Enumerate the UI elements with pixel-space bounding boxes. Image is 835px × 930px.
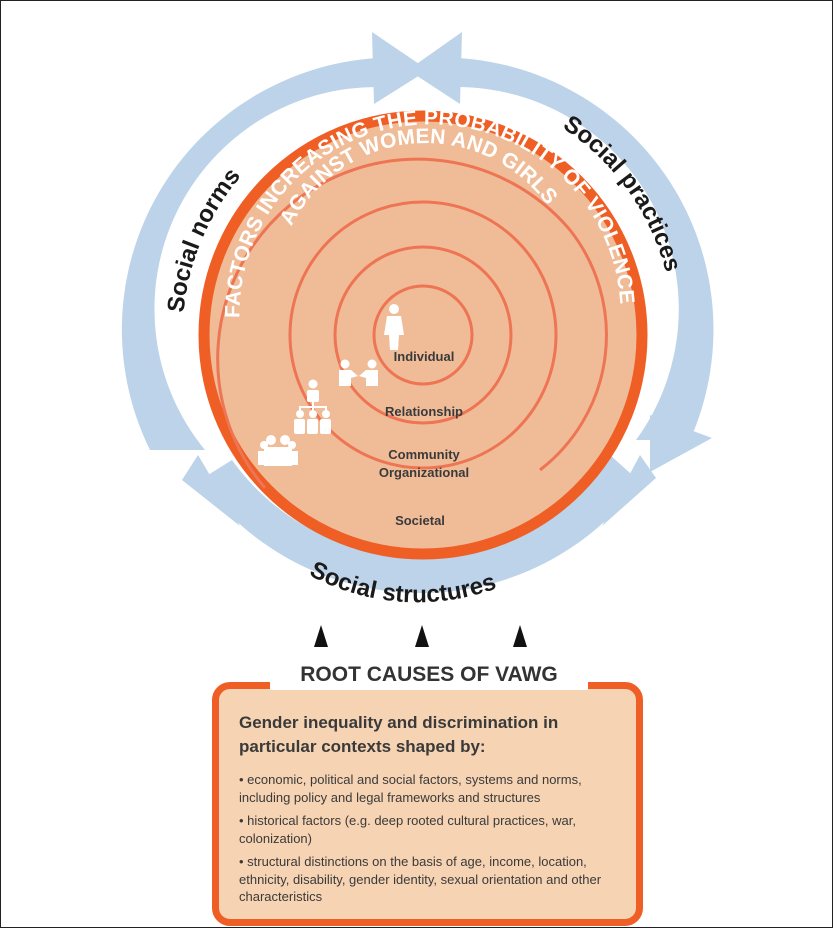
woman-icon <box>384 304 404 350</box>
circular-arrows <box>121 32 714 594</box>
level-individual: Individual <box>394 349 455 364</box>
social-structures-arrow <box>182 455 656 594</box>
social-practices-arrow <box>408 32 714 472</box>
title-gap <box>270 676 588 690</box>
risk-factor-circle <box>198 110 648 560</box>
org-chart-icon <box>294 379 331 434</box>
level-relationship: Relationship <box>385 404 463 419</box>
handshake-icon <box>339 359 378 386</box>
up-arrow-icon <box>314 625 328 647</box>
root-cause-bullet: • economic, political and social factors… <box>239 772 582 805</box>
root-cause-bullet: • structural distinctions on the basis o… <box>239 854 602 904</box>
level-societal: Societal <box>395 513 445 528</box>
root-causes-box: Gender inequality and discrimination in … <box>212 682 643 926</box>
relationship-ring <box>333 245 513 425</box>
up-arrow-icon <box>513 625 527 647</box>
societal-ring <box>216 157 572 489</box>
community-ring <box>288 200 558 470</box>
root-causes-title-overlay: ROOT CAUSES OF VAWG <box>300 663 558 686</box>
social-norms-arrow <box>121 32 428 450</box>
level-organizational: Organizational <box>379 465 469 480</box>
root-cause-bullet: • historical factors (e.g. deep rooted c… <box>239 813 576 846</box>
up-arrow-icon <box>415 625 429 647</box>
individual-ring <box>372 284 474 386</box>
level-community: Community <box>388 447 460 462</box>
group-icon <box>258 435 298 466</box>
root-causes-heading: Gender inequality and discrimination in … <box>239 713 559 756</box>
outer-ring <box>198 110 648 560</box>
